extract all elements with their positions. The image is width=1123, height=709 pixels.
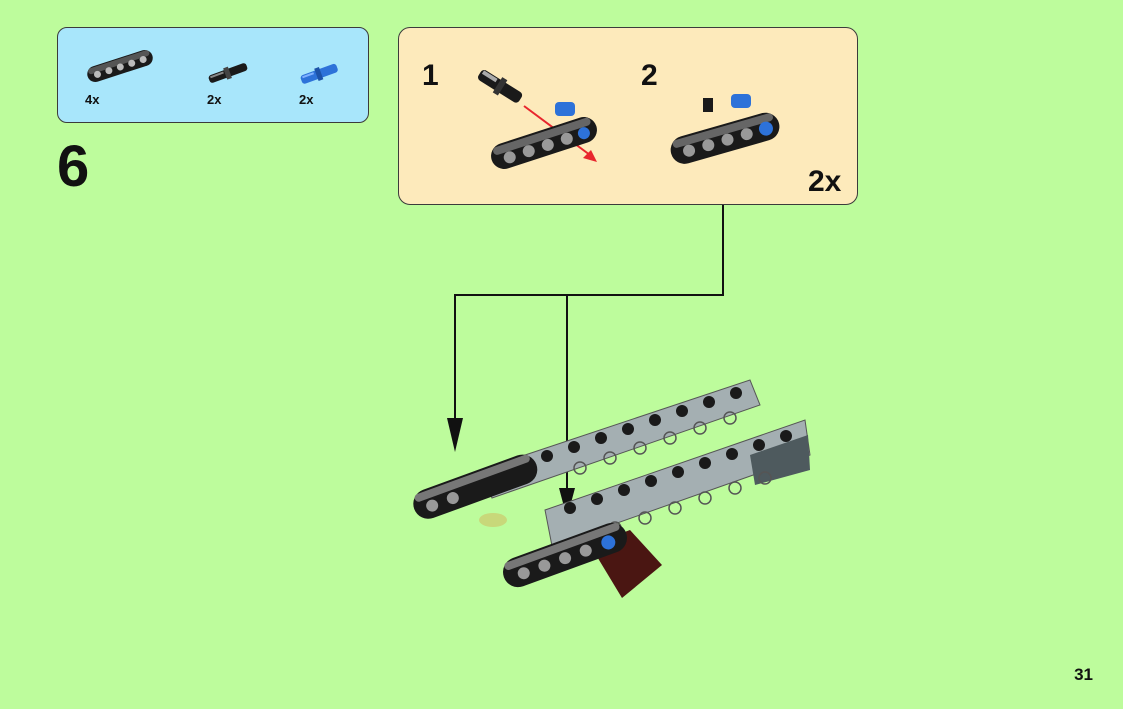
subassembly-multiplier: 2x xyxy=(808,165,842,198)
beam-quantity: 4x xyxy=(85,92,100,107)
substep-2-label: 2 xyxy=(641,59,658,92)
axle-pin-quantity: 2x xyxy=(299,92,314,107)
black-technic-beam-icon xyxy=(87,49,153,83)
main-assembly-illustration xyxy=(413,379,811,598)
pin-quantity: 2x xyxy=(207,92,222,107)
step-number: 6 xyxy=(57,134,90,199)
subassembly-box: 1 2 2x xyxy=(398,27,858,205)
substep-1-illustration xyxy=(478,70,597,169)
parts-list-box: 4x 2x 2x xyxy=(57,27,369,123)
substep-1-label: 1 xyxy=(422,59,439,92)
page-number: 31 xyxy=(1074,665,1093,684)
substep-2-illustration xyxy=(670,94,780,164)
blue-axle-pin-icon xyxy=(300,63,338,84)
black-technic-pin-icon xyxy=(208,63,248,83)
